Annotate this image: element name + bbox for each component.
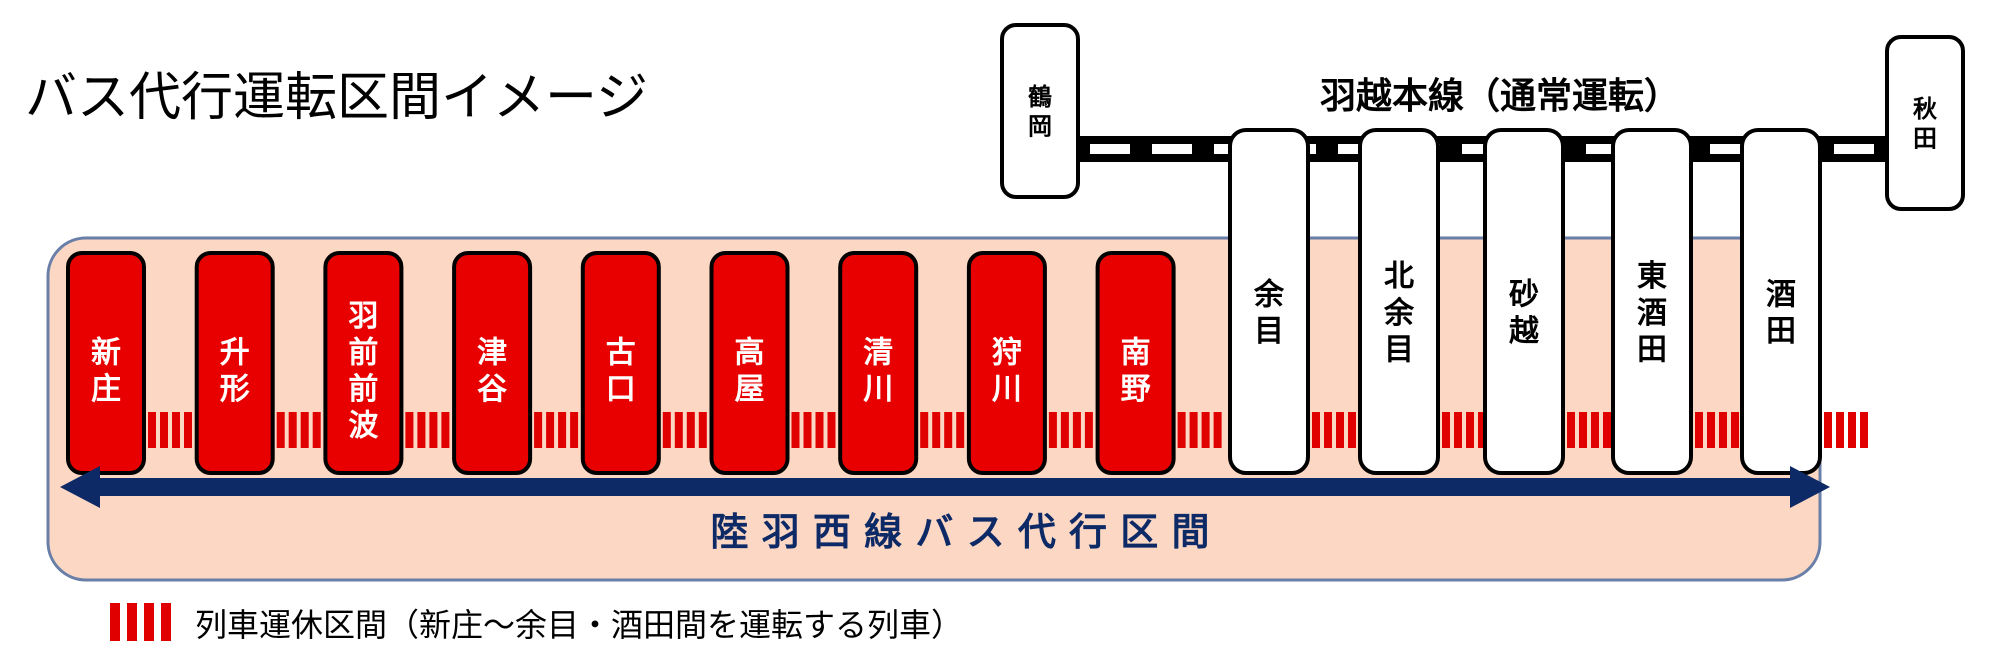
legend-suspension-icon [110, 603, 171, 641]
suspension-dash [1442, 412, 1486, 448]
station-red: 古口 [580, 251, 661, 475]
station-white-label: 余目 [1253, 278, 1285, 350]
suspension-dash [1312, 412, 1356, 448]
page-title: バス代行運転区間イメージ [25, 68, 648, 128]
station-white-label: 北余目 [1383, 259, 1415, 367]
station-white: 酒田 [1740, 128, 1822, 475]
suspension-dash [276, 412, 321, 448]
stations: 新庄 升形 羽前前波 津谷 古口 高屋 清川 狩川 南野 余目 北余目 砂越 東酒田 酒田 [66, 128, 1822, 475]
main-line-label: 羽越本線（通常運転） [1320, 76, 1680, 117]
station-white: 東酒田 [1611, 128, 1693, 475]
station-red-label: 高屋 [735, 336, 765, 408]
suspension-dash [791, 412, 836, 448]
rail-segment [1834, 144, 1874, 154]
end-station-right-label: 秋田 [1913, 95, 1938, 152]
rail-segment [1090, 144, 1130, 154]
suspension-dash [1567, 412, 1611, 448]
station-red-label: 津谷 [477, 336, 507, 408]
suspension-dash [1177, 412, 1222, 448]
station-red-label: 南野 [1121, 336, 1151, 408]
station-red: 高屋 [709, 251, 790, 475]
rail-segment [1586, 144, 1626, 154]
station-red: 津谷 [452, 251, 533, 475]
station-red: 新庄 [66, 251, 146, 475]
rail-segment [1152, 144, 1192, 154]
end-station-right: 秋田 [1885, 35, 1965, 211]
suspension-dash [148, 412, 192, 448]
station-red: 南野 [1095, 251, 1176, 475]
station-red-label: 新庄 [91, 336, 121, 408]
suspension-marks [148, 412, 1868, 448]
station-red-label: 古口 [606, 336, 636, 408]
suspension-dash [1695, 412, 1739, 448]
station-white-label: 東酒田 [1637, 259, 1667, 367]
rail-segment [1462, 144, 1502, 154]
end-station-left: 鶴岡 [1000, 23, 1080, 199]
station-red-label: 狩川 [992, 336, 1022, 408]
rail-segment [1710, 144, 1750, 154]
legend-text: 列車運休区間（新庄～余目・酒田間を運転する列車） [195, 606, 963, 644]
suspension-dash [920, 412, 965, 448]
station-red-label: 升形 [220, 336, 250, 408]
suspension-dash [534, 412, 579, 448]
station-white: 余目 [1228, 128, 1310, 475]
station-red: 狩川 [966, 251, 1047, 475]
station-white-label: 砂越 [1509, 278, 1540, 350]
station-red-label: 清川 [863, 336, 893, 408]
station-white: 北余目 [1358, 128, 1440, 475]
suspension-dash [1048, 412, 1093, 448]
end-station-left-label: 鶴岡 [1028, 83, 1052, 140]
legend: 列車運休区間（新庄～余目・酒田間を運転する列車） [110, 603, 963, 644]
station-white: 砂越 [1483, 128, 1565, 475]
bus-section-label: 陸 羽 西 線 バ ス 代 行 区 間 [710, 510, 1209, 554]
bus-section-arrow [60, 466, 1830, 508]
suspension-dash [1824, 412, 1868, 448]
station-red: 升形 [194, 251, 275, 475]
station-red-label: 羽前前波 [348, 299, 379, 444]
station-red: 清川 [838, 251, 919, 475]
suspension-dash [405, 412, 450, 448]
station-red: 羽前前波 [323, 251, 404, 475]
suspension-dash [662, 412, 707, 448]
station-white-label: 酒田 [1766, 278, 1796, 350]
